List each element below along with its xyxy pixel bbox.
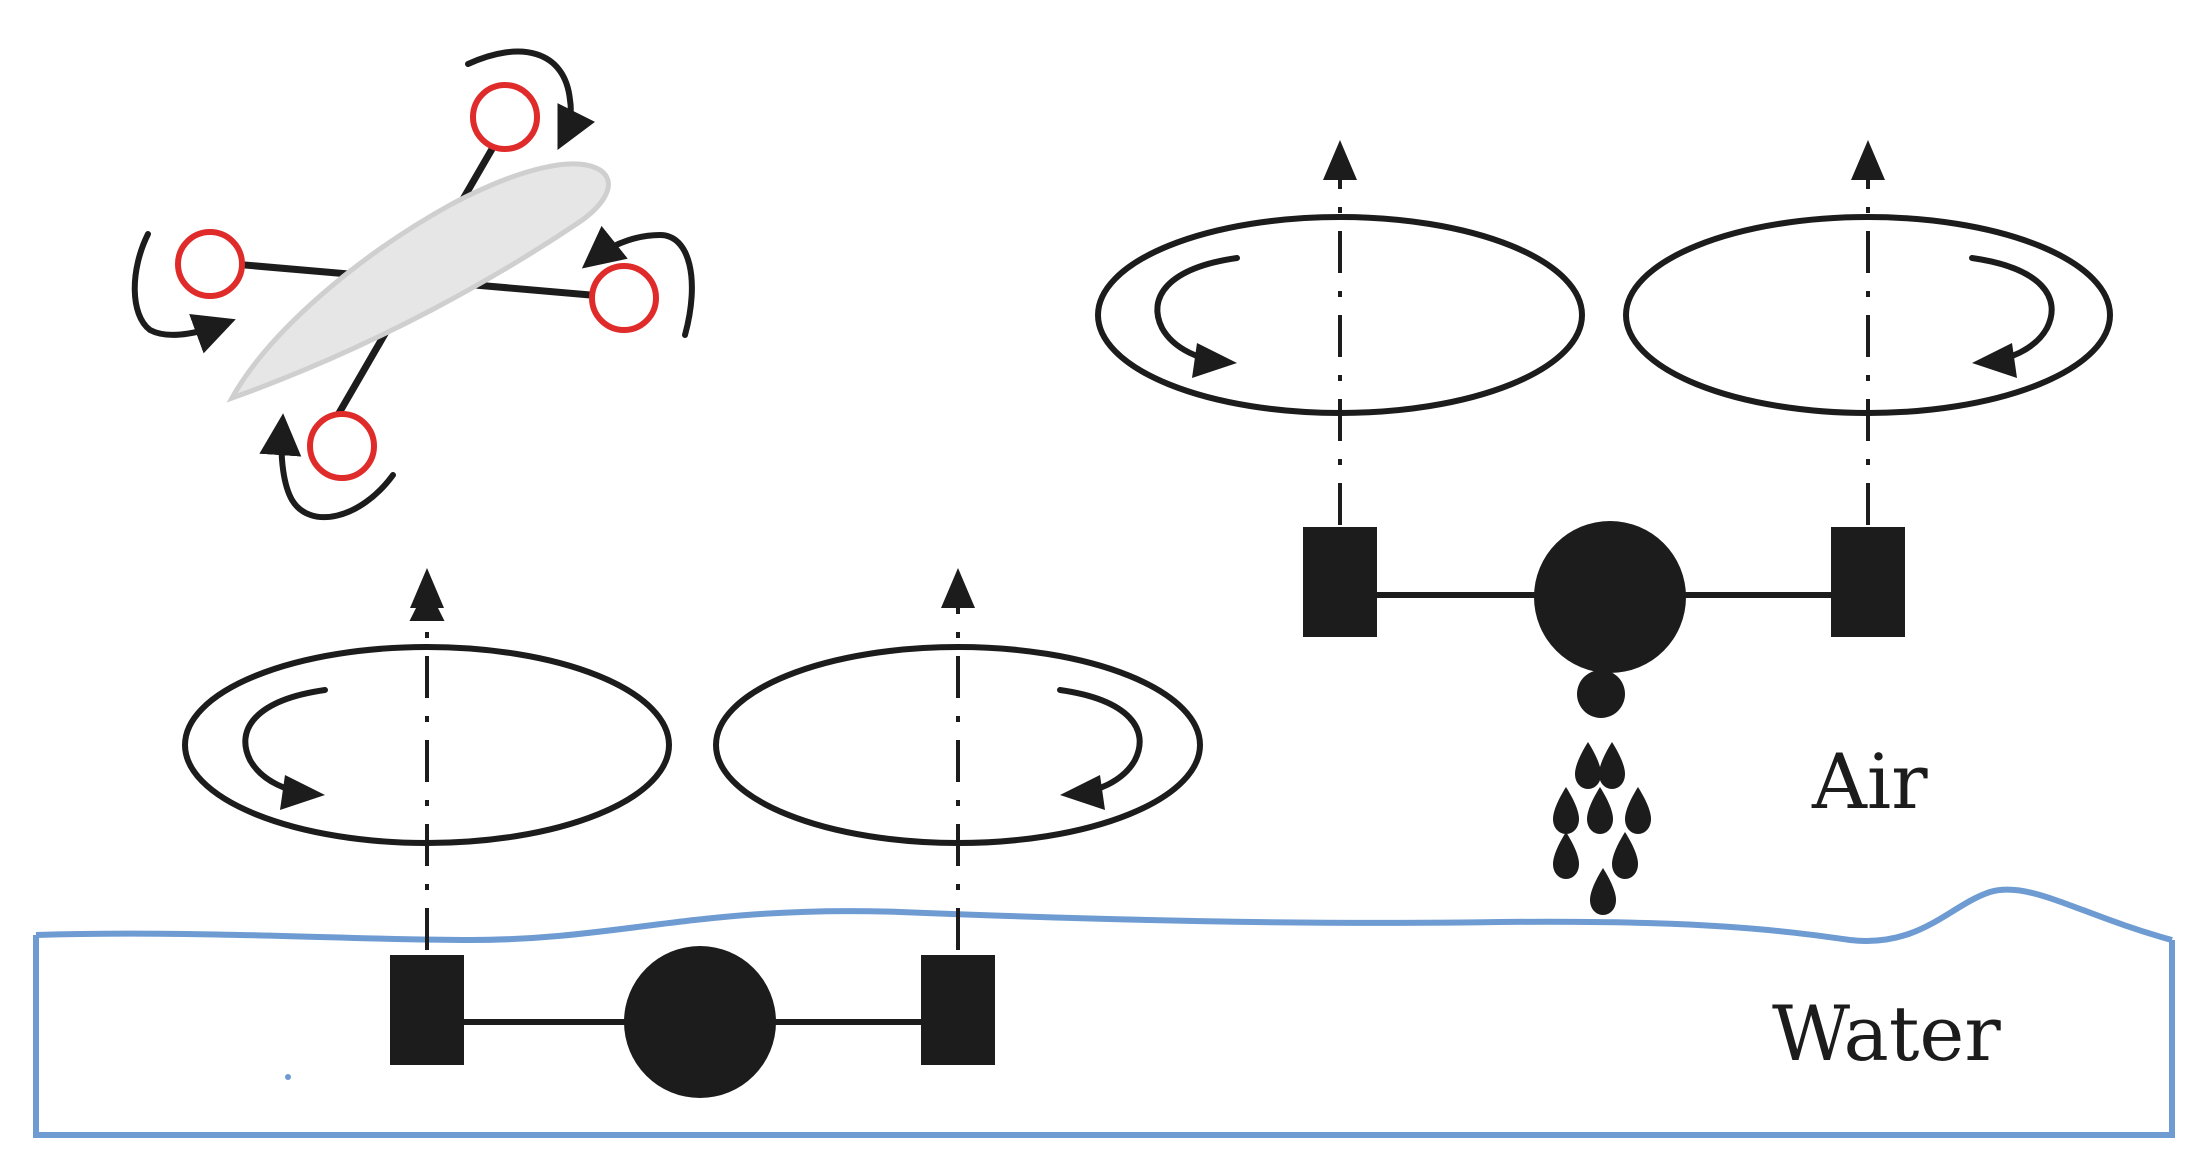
rotation-arrow-head [280,775,325,810]
motor-icon [1831,527,1905,637]
aerial-vehicle [1095,140,2113,718]
thrust-arrow-icon [1323,140,1357,180]
water-surface [35,886,2173,944]
rotation-arrow-icon [259,413,396,521]
rotation-arrow-head [1972,343,2017,378]
motor-icon [1303,527,1377,637]
water-droplet-icon [1612,832,1638,879]
air-label: Air [1811,737,1928,826]
water-droplet-icon [1577,670,1625,718]
rotor-disk-icon [307,411,377,481]
thrust-arrow-icon [1851,140,1885,180]
water-droplet-icon [1587,787,1613,834]
dripping-water [1553,742,1651,915]
rotation-arrow-icon [465,48,596,151]
water-dot [285,1074,291,1080]
rotor-disk-icon [589,263,659,333]
water-droplet-icon [1553,832,1579,879]
water-droplet-icon [1553,787,1579,834]
rotor-disk-icon [1095,214,1585,416]
underwater-vehicle [182,568,1203,1098]
rotor-disk-icon [470,82,540,152]
water-label: Water [1772,989,2001,1078]
water-body [33,935,2175,1138]
hub-icon [624,946,776,1098]
motor-icon [921,955,995,1065]
water-droplet-icon [1599,742,1625,789]
thrust-arrow-head [410,568,444,608]
rotation-arrow-head [1192,343,1237,378]
hub-icon [1534,521,1686,673]
rotor-disk-icon [182,644,672,846]
thrust-arrow-icon [941,568,975,608]
wing-icon [226,161,611,403]
quadrotor-icon [131,48,695,521]
rotation-arrow-head [1060,775,1105,810]
water-droplet-icon [1590,868,1616,915]
motor-icon [390,955,464,1065]
water-droplet-icon [1625,787,1651,834]
rotation-arrow-icon [581,225,695,338]
water-droplet-icon [1575,742,1601,789]
rotation-arrow-icon [131,231,236,354]
rotor-disk-icon [175,229,245,299]
rotor-disk-icon [713,644,1203,846]
rotor-disk-icon [1623,214,2113,416]
